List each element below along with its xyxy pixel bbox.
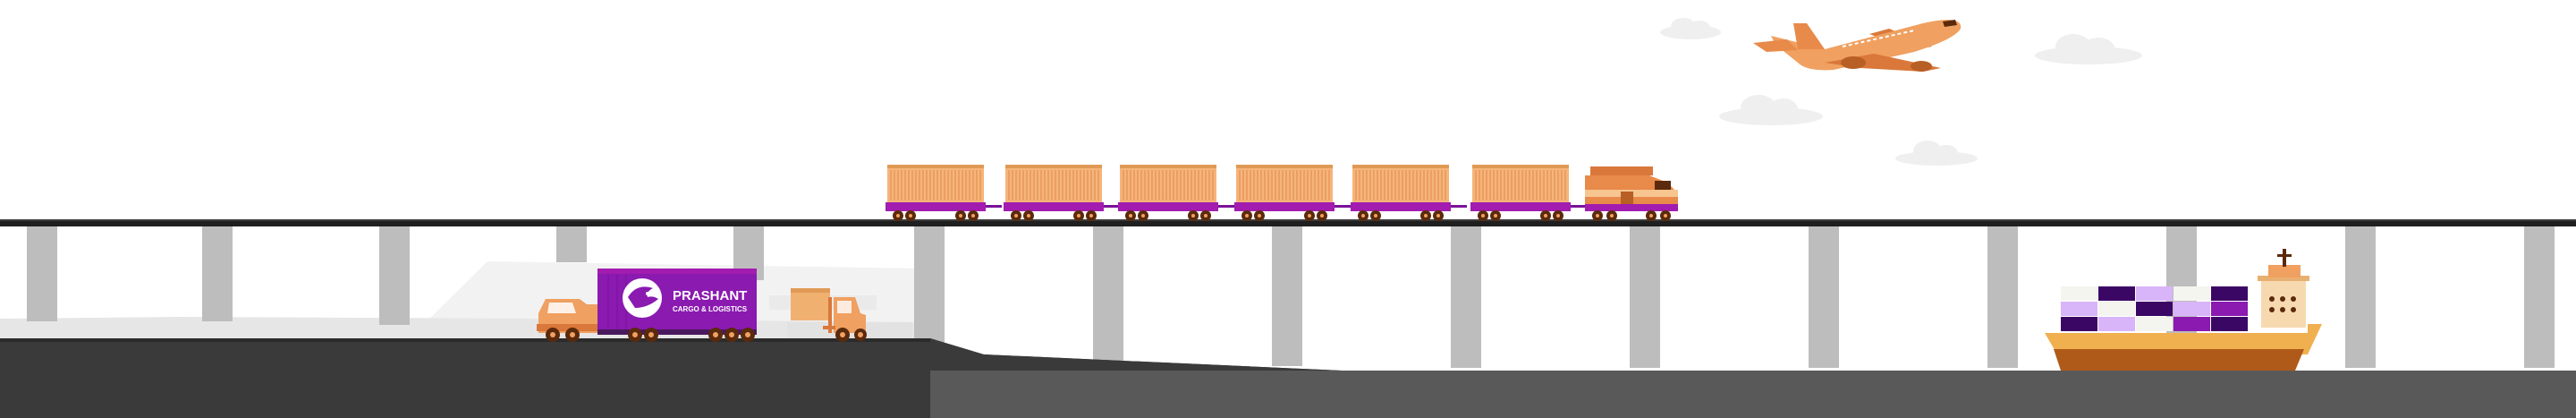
pillar bbox=[1451, 226, 1481, 368]
cargo-box bbox=[791, 288, 830, 320]
cargo-train-icon bbox=[886, 165, 1678, 221]
train-car bbox=[886, 165, 1002, 221]
truck-brand-title: PRASHANT bbox=[673, 288, 747, 303]
ship-container bbox=[2061, 286, 2097, 301]
ship-containers bbox=[2061, 286, 2248, 331]
pillar bbox=[1093, 226, 1123, 363]
cloud bbox=[1895, 141, 1978, 166]
pillar bbox=[1272, 226, 1302, 366]
train-car bbox=[1470, 165, 1587, 221]
pillar bbox=[27, 226, 57, 321]
ship-container bbox=[2098, 317, 2135, 331]
ship-container bbox=[2061, 302, 2097, 316]
locomotive bbox=[1585, 166, 1678, 221]
clouds bbox=[1660, 18, 2142, 166]
cloud bbox=[2035, 34, 2142, 64]
pillar bbox=[2345, 226, 2376, 368]
ship-container bbox=[2174, 317, 2210, 331]
train-car bbox=[1118, 165, 1234, 221]
truck-wheels bbox=[546, 328, 755, 342]
train-car bbox=[1351, 165, 1467, 221]
pillar bbox=[202, 226, 233, 321]
pillar bbox=[1630, 226, 1660, 368]
ship-container bbox=[2211, 302, 2248, 316]
ship-container bbox=[2098, 302, 2135, 316]
ship-container bbox=[2211, 286, 2248, 301]
back-hill bbox=[0, 261, 921, 345]
eagle-logo-icon bbox=[623, 278, 662, 318]
pillar bbox=[914, 226, 945, 343]
ship-container bbox=[2136, 317, 2173, 331]
train-car bbox=[1234, 165, 1351, 221]
bridge-deck bbox=[0, 219, 2576, 226]
airplane-icon bbox=[1753, 20, 1962, 72]
ship-container bbox=[2211, 317, 2248, 331]
ship-container bbox=[2174, 302, 2210, 316]
pillar bbox=[379, 226, 410, 325]
ship-container bbox=[2136, 286, 2173, 301]
train-car bbox=[1004, 165, 1120, 221]
pillar bbox=[556, 226, 587, 262]
delivery-truck-icon: PRASHANT CARGO & LOGISTICS bbox=[537, 269, 757, 342]
ship-container bbox=[2061, 317, 2097, 331]
pillar bbox=[1987, 226, 2018, 368]
truck-brand-subtitle: CARGO & LOGISTICS bbox=[673, 305, 748, 313]
ship-container bbox=[2136, 302, 2173, 316]
ship-container bbox=[2098, 286, 2135, 301]
pillar bbox=[1809, 226, 1839, 368]
cargo-ship-icon bbox=[2045, 249, 2322, 371]
ground bbox=[0, 338, 2576, 418]
forklift-icon bbox=[791, 288, 867, 342]
ship-container bbox=[2174, 286, 2210, 301]
cloud bbox=[1660, 18, 1721, 39]
cloud bbox=[1719, 95, 1823, 125]
pillar bbox=[2524, 226, 2555, 368]
bridge-pillars bbox=[27, 226, 2555, 368]
